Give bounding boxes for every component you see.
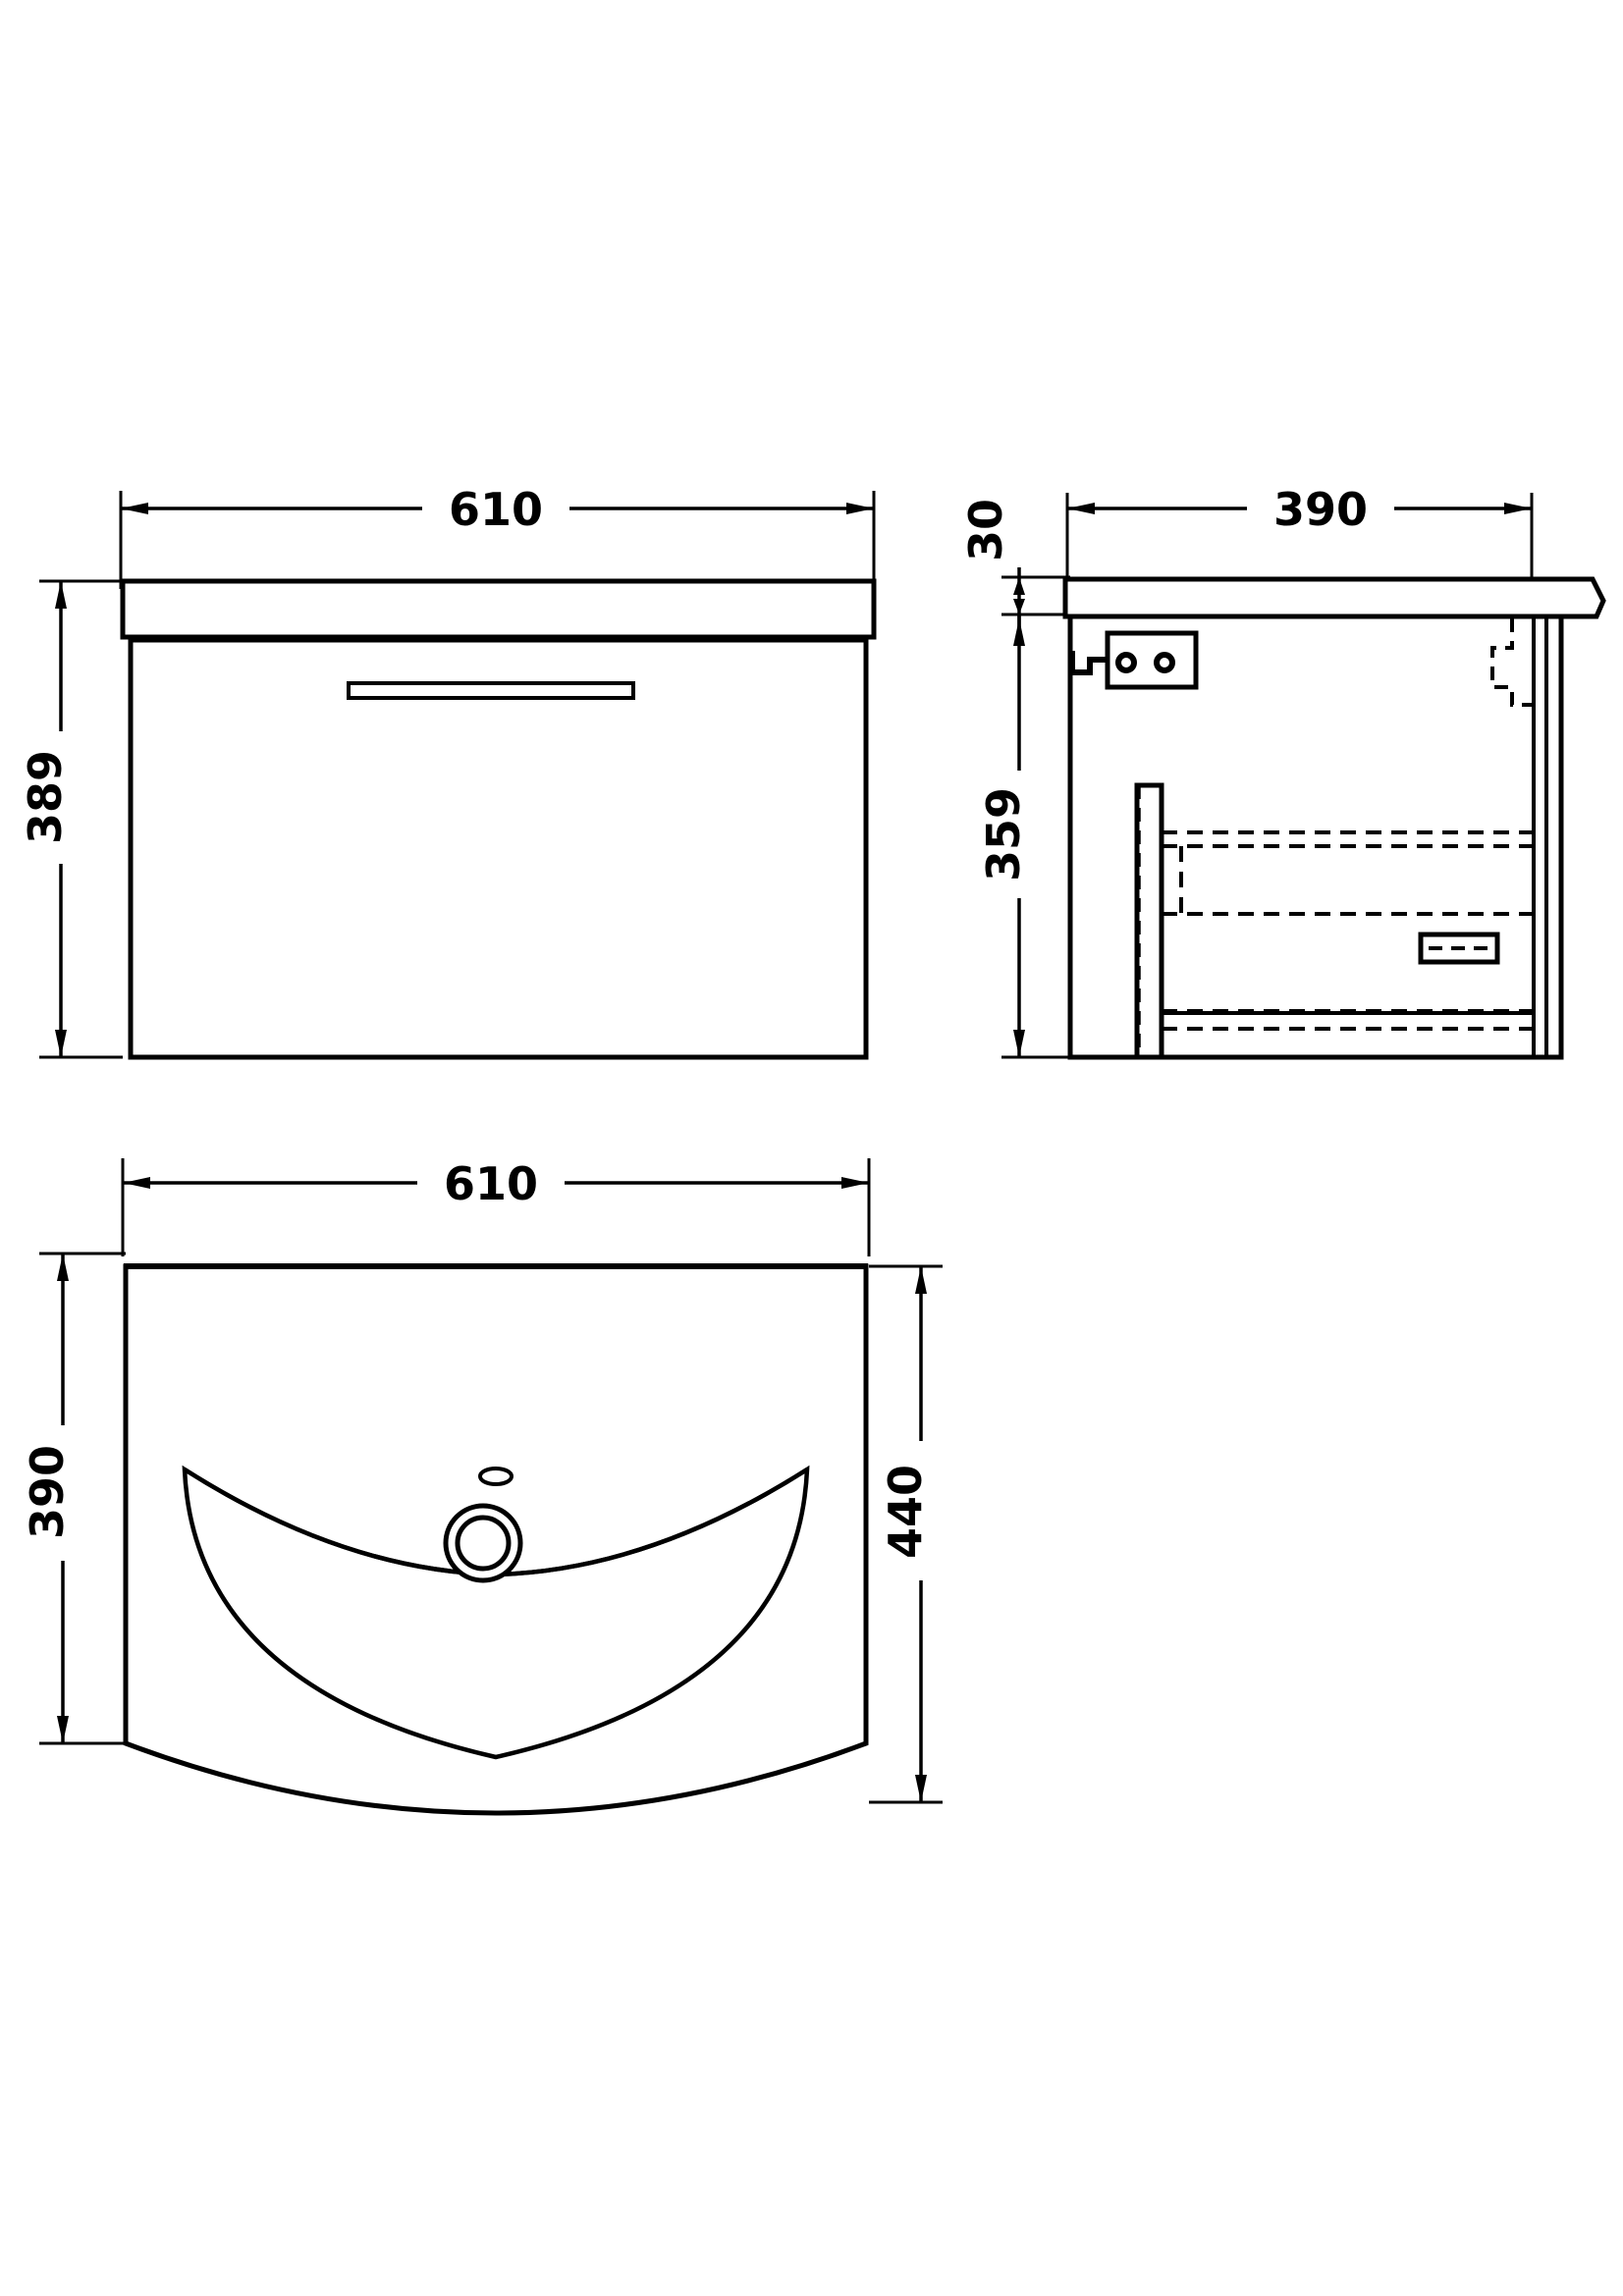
side-drawer-box-solid <box>1160 846 1532 1029</box>
side-bracket-screw-hole-right <box>1154 652 1175 673</box>
side-wall-bracket <box>1069 630 1199 690</box>
side-section-view: 390 30 359 <box>959 483 1606 1060</box>
basin-width-extension-lines <box>121 1158 871 1256</box>
side-hanging-rail-notch <box>1490 618 1534 707</box>
side-height-arrow-top <box>1013 618 1025 646</box>
side-carcass-outline <box>1067 614 1564 1060</box>
side-back-panel <box>1532 618 1548 1057</box>
basin-width-dimension-label: 610 <box>444 1157 538 1210</box>
basin-overflow-slot <box>478 1467 514 1486</box>
front-height-arrow-top <box>55 581 67 609</box>
side-drawer-front-panel <box>1134 782 1164 1060</box>
side-height-dimension-label: 359 <box>977 787 1030 881</box>
basin-depth-left-extension-lines <box>39 1252 126 1745</box>
side-height-extension-lines <box>1001 613 1070 1059</box>
side-depth-dimension-label: 390 <box>1273 483 1368 536</box>
front-elevation-view: 610 389 <box>19 483 877 1060</box>
basin-depth-right-arrow-top <box>915 1266 927 1294</box>
front-width-arrow-right <box>846 503 874 514</box>
basin-depth-left-dimension-label: 390 <box>21 1445 74 1539</box>
side-bracket-screw-hole-left <box>1115 652 1137 673</box>
basin-waste-inner-ring <box>455 1515 512 1572</box>
side-drawer-front <box>1134 782 1164 1060</box>
side-bracket-arm <box>1069 651 1108 675</box>
basin-plan-view: 610 390 440 <box>21 1157 943 1816</box>
front-width-arrow-left <box>121 503 148 514</box>
basin-depth-left-arrow-top <box>57 1254 69 1281</box>
front-worktop <box>120 578 877 640</box>
side-thickness-dimension-label: 30 <box>959 499 1012 561</box>
basin-depth-right-dimension-label: 440 <box>879 1465 932 1559</box>
front-height-dimension-label: 389 <box>19 750 72 844</box>
basin-depth-left-arrow-bottom <box>57 1716 69 1743</box>
front-drawer-handle <box>347 681 635 700</box>
front-height-extension-lines <box>39 579 123 1059</box>
side-height-arrow-bottom <box>1013 1030 1025 1057</box>
side-thickness-arrow-bottom <box>1013 599 1025 614</box>
front-height-arrow-bottom <box>55 1030 67 1057</box>
side-bracket-body <box>1105 630 1199 690</box>
side-thickness-arrow-top <box>1013 577 1025 595</box>
basin-depth-right-extension-lines <box>869 1264 943 1804</box>
basin-depth-right-arrow-bottom <box>915 1775 927 1802</box>
front-width-dimension-label: 610 <box>449 483 543 536</box>
basin-width-arrow-left <box>123 1177 150 1189</box>
side-depth-arrow-left <box>1067 503 1095 514</box>
side-worktop <box>1062 576 1606 619</box>
side-depth-arrow-right <box>1504 503 1532 514</box>
front-cabinet-body <box>128 637 869 1060</box>
basin-width-arrow-right <box>841 1177 869 1189</box>
